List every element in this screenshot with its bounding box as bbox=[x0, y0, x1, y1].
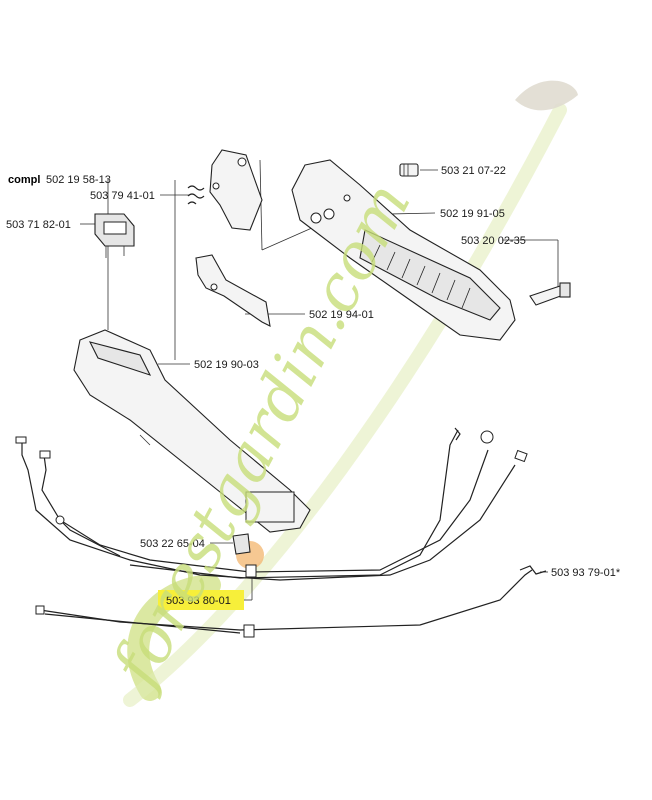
stop-switch-part bbox=[94, 213, 135, 258]
lockout-lever-part bbox=[195, 254, 271, 327]
cables-part bbox=[15, 427, 547, 638]
part-number-503-79-41-01: 503 79 41-01 bbox=[90, 190, 155, 202]
watermark-text: forestgardin.com bbox=[97, 171, 426, 701]
watermark-f-stroke bbox=[127, 574, 221, 701]
watermark-swoosh bbox=[123, 103, 567, 707]
part-number-502-19-91-05: 502 19 91-05 bbox=[440, 208, 505, 220]
part-number-503-93-79-01: 503 93 79-01* bbox=[551, 567, 621, 579]
watermark bbox=[123, 80, 578, 707]
part-number-503-22-65-04: 503 22 65-04 bbox=[140, 538, 205, 550]
part-labels: compl 502 19 58-13 503 79 41-01 503 71 8… bbox=[6, 165, 621, 607]
screw-top-part bbox=[399, 163, 419, 177]
compl-prefix-label: compl bbox=[8, 174, 40, 186]
cable-clip-part bbox=[232, 533, 251, 555]
part-number-503-71-82-01: 503 71 82-01 bbox=[6, 219, 71, 231]
part-number-503-93-80-01: 503 93 80-01 bbox=[166, 595, 231, 607]
part-number-503-20-02-35: 503 20 02-35 bbox=[461, 235, 526, 247]
spring-part bbox=[187, 185, 205, 205]
handle-half-left-part bbox=[73, 329, 311, 533]
part-number-503-21-07-22: 503 21 07-22 bbox=[441, 165, 506, 177]
watermark-leaf bbox=[515, 80, 578, 111]
part-number-502-19-94-01: 502 19 94-01 bbox=[309, 309, 374, 321]
throttle-lever-part bbox=[209, 149, 263, 231]
watermark-text-group: forestgardin.com bbox=[97, 171, 426, 701]
compl-number-label: 502 19 58-13 bbox=[46, 174, 111, 186]
part-number-502-19-90-03: 502 19 90-03 bbox=[194, 359, 259, 371]
handle-half-right-part bbox=[291, 159, 516, 341]
screw-long-part bbox=[529, 282, 571, 306]
highlight-box bbox=[158, 590, 244, 610]
